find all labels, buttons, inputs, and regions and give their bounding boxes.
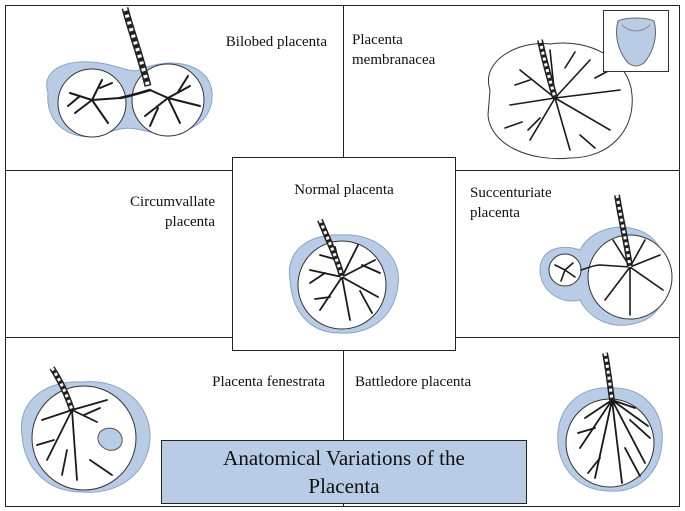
label-membranacea: Placenta membranacea bbox=[352, 32, 436, 68]
umbilical-cord-icon bbox=[602, 352, 615, 401]
succenturiate-placenta-illustration bbox=[539, 194, 673, 326]
bilobed-placenta-illustration bbox=[46, 7, 213, 138]
umbilical-cord-icon bbox=[49, 366, 75, 411]
uterus-inset-icon bbox=[603, 10, 669, 72]
fenestrata-placenta-illustration bbox=[20, 366, 151, 493]
membranacea-illustration bbox=[487, 39, 633, 160]
normal-placenta-illustration bbox=[288, 218, 399, 334]
label-normal: Normal placenta bbox=[294, 182, 394, 198]
umbilical-cord-icon bbox=[121, 7, 152, 87]
umbilical-cord-icon bbox=[317, 218, 345, 278]
umbilical-cord-icon bbox=[614, 194, 633, 268]
label-battledore: Battledore placenta bbox=[355, 374, 472, 390]
umbilical-cord-icon bbox=[537, 39, 558, 99]
title-line-2: Placenta bbox=[308, 474, 380, 498]
diagram-title: Anatomical Variations of the Placenta bbox=[161, 440, 527, 504]
label-circumvallate: Circumvallate placenta bbox=[130, 194, 215, 230]
title-line-1: Anatomical Variations of the bbox=[223, 446, 465, 470]
label-fenestrata: Placenta fenestrata bbox=[212, 374, 325, 390]
battledore-placenta-illustration bbox=[557, 352, 663, 492]
label-succenturiate: Succenturiate placenta bbox=[470, 185, 552, 221]
label-bilobed: Bilobed placenta bbox=[225, 34, 327, 50]
